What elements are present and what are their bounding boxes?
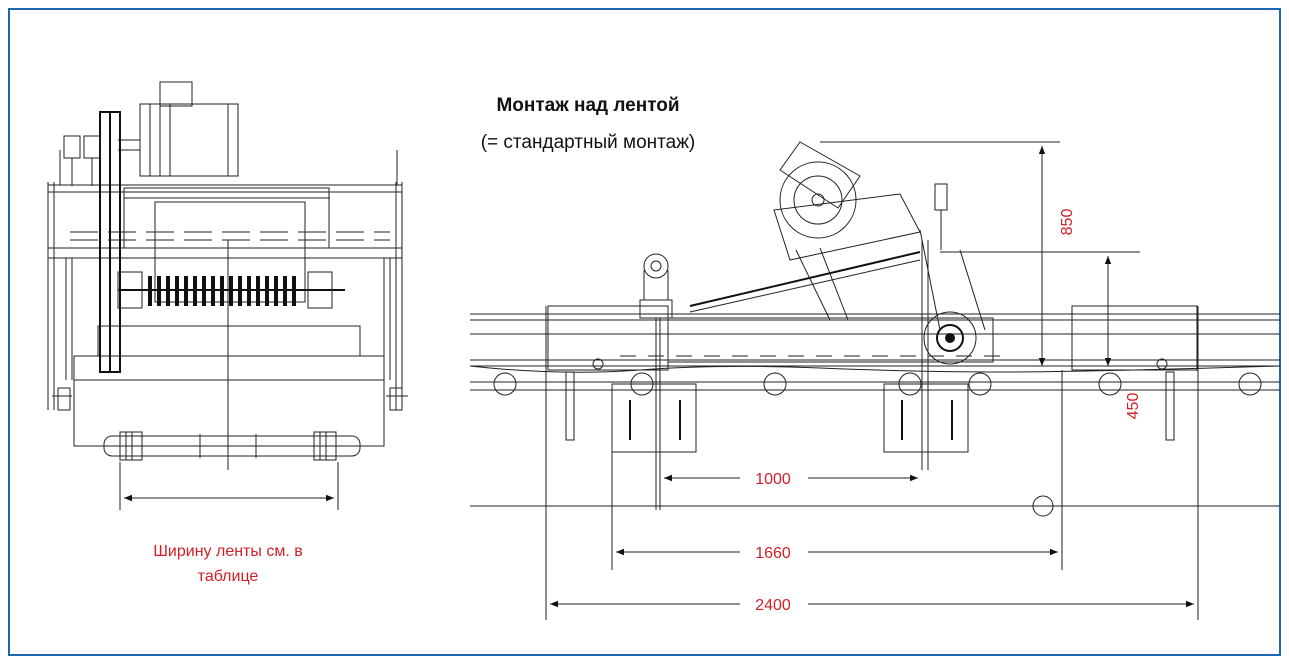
lifting-eye	[639, 253, 673, 319]
front-view: Ширину ленты см. в таблице	[47, 81, 408, 585]
base-plates	[611, 383, 969, 453]
belt-width-note-line2: таблице	[198, 568, 259, 585]
dim-1000: 1000	[755, 471, 791, 488]
motor-side	[773, 141, 921, 321]
dim-450: 450	[1125, 393, 1142, 420]
dim-850: 850	[1059, 209, 1076, 236]
brush-discs	[148, 276, 296, 306]
support-rollers	[493, 358, 1262, 396]
diagram-subtitle: (= стандартный монтаж)	[481, 132, 696, 153]
diagram-title: Монтаж над лентой	[496, 95, 679, 116]
drawing-border	[8, 8, 1281, 656]
roller	[103, 431, 361, 461]
side-view: 850 450 1000 1660 2400	[469, 141, 1281, 620]
belt-width-note-line1: Ширину ленты см. в	[153, 543, 302, 560]
brush-wheel	[919, 229, 986, 365]
dim-2400: 2400	[755, 597, 791, 614]
dim-1660: 1660	[755, 545, 791, 562]
